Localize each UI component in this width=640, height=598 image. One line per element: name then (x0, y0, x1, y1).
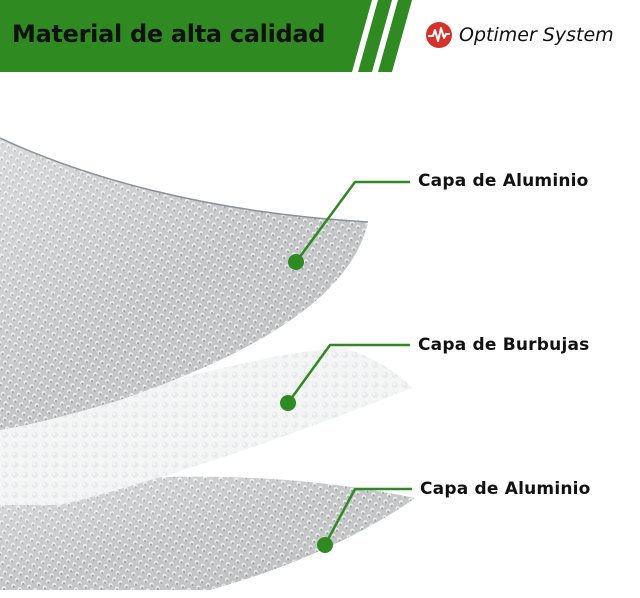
callout-dot-2 (280, 395, 296, 411)
brand: Optimer System (425, 20, 614, 50)
leader-line-3 (323, 487, 412, 546)
callout-dot-3 (317, 537, 333, 553)
callout-top-aluminum (288, 180, 410, 270)
bottom-aluminum-sheet (0, 476, 415, 590)
callout-dot-1 (288, 254, 304, 270)
banner-stripe-1 (358, 0, 392, 72)
banner-green-block (0, 0, 372, 72)
label-bubble-layer: Capa de Burbujas (418, 335, 590, 355)
callout-bottom-aluminum (317, 487, 412, 553)
leader-line-1 (294, 180, 410, 263)
optimer-logo-icon (426, 22, 452, 48)
leader-line-2 (286, 343, 410, 404)
header-banner (0, 0, 412, 72)
label-bottom-aluminum: Capa de Aluminio (420, 479, 591, 499)
callout-bubble (280, 343, 410, 411)
label-top-aluminum: Capa de Aluminio (418, 171, 589, 191)
banner-stripe-2 (378, 0, 412, 72)
bubble-wrap-sheet (0, 348, 412, 505)
brand-name: Optimer System (459, 24, 614, 46)
page-title: Material de alta calidad (12, 20, 326, 48)
top-aluminum-sheet (0, 137, 369, 430)
